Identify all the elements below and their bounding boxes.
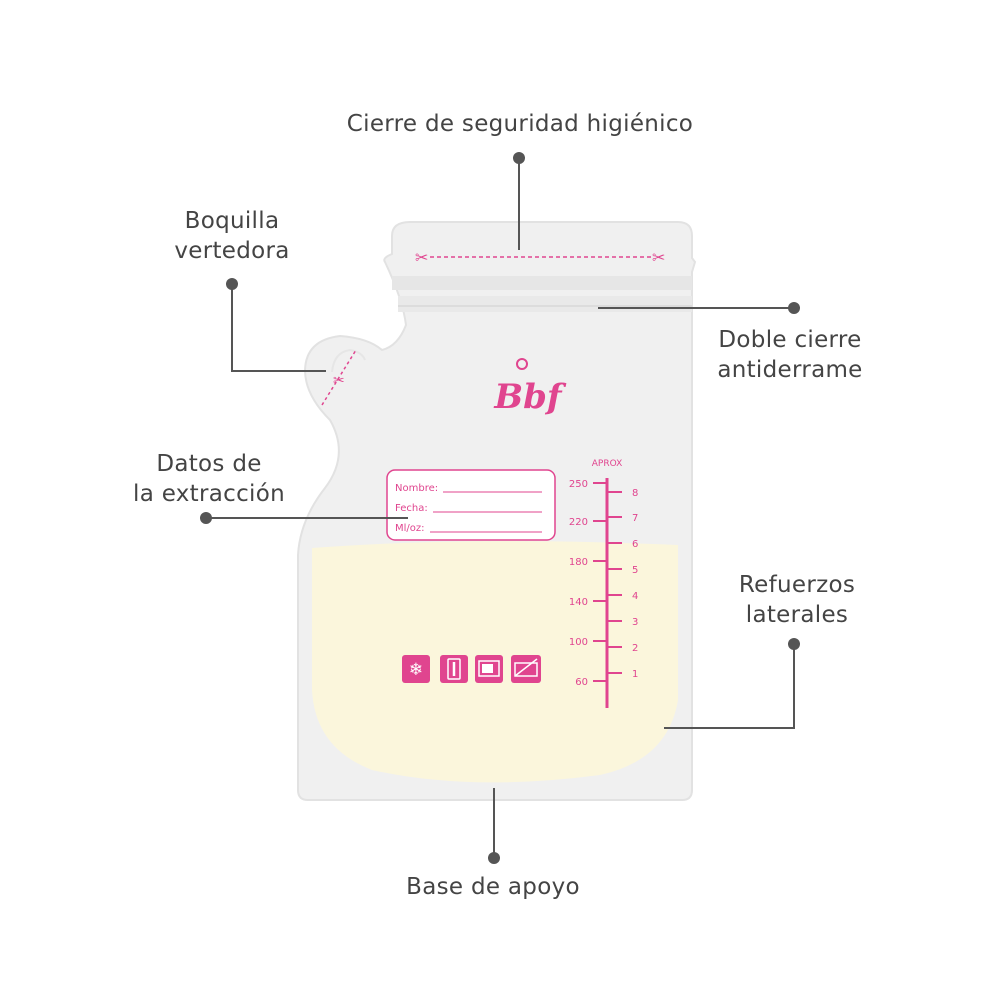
callout-spout: Boquilla vertedora bbox=[132, 206, 332, 266]
spout-inner bbox=[331, 348, 366, 373]
callout-extraction-data: Datos de la extracción bbox=[104, 449, 314, 509]
single-use-icon bbox=[440, 655, 468, 683]
ml-tick-label: 250 bbox=[569, 479, 588, 490]
callout-double-zip: Doble cierre antiderrame bbox=[690, 325, 890, 385]
oz-tick-label: 2 bbox=[632, 643, 638, 654]
microwave-icon bbox=[475, 655, 503, 683]
leader-dots bbox=[200, 152, 800, 864]
ml-tick-label: 60 bbox=[575, 677, 588, 688]
snowflake-icon: ❄ bbox=[402, 655, 430, 683]
oz-scale: 8 7 6 5 4 3 2 1 bbox=[607, 488, 638, 680]
scissors-icon-spout: ✂ bbox=[333, 373, 345, 389]
callout-base: Base de apoyo bbox=[406, 874, 580, 900]
spout-tear-line bbox=[321, 349, 357, 406]
scissors-icon-right: ✂ bbox=[652, 248, 665, 267]
callout-side-line1: Refuerzos bbox=[738, 572, 856, 598]
leader-lines bbox=[206, 158, 795, 858]
ml-scale: 250 220 180 140 100 60 bbox=[569, 479, 607, 688]
oz-tick-label: 5 bbox=[632, 565, 638, 576]
oz-tick-label: 6 bbox=[632, 539, 638, 550]
extraction-label-box bbox=[386, 469, 556, 541]
callout-spout-line1: Boquilla bbox=[184, 208, 280, 234]
ml-tick-label: 140 bbox=[569, 597, 588, 608]
ml-tick-label: 220 bbox=[569, 517, 588, 528]
oz-tick-label: 8 bbox=[632, 488, 638, 499]
scale-title: APROX bbox=[592, 459, 623, 469]
scissors-icon-left: ✂ bbox=[415, 248, 428, 267]
callout-side-reinforcements: Refuerzos laterales bbox=[697, 570, 897, 630]
flower-icon bbox=[516, 358, 528, 370]
svg-text:❄: ❄ bbox=[409, 660, 423, 680]
callout-data-line1: Datos de bbox=[156, 451, 262, 477]
ml-tick-label: 180 bbox=[569, 557, 588, 568]
zipper-band-top bbox=[392, 276, 692, 290]
leader-side bbox=[664, 644, 795, 729]
brand-logo: Bbf bbox=[493, 377, 567, 417]
callout-data-line2: la extracción bbox=[133, 481, 285, 507]
callout-double-zip-line1: Doble cierre bbox=[718, 327, 862, 353]
oz-tick-label: 4 bbox=[632, 591, 638, 602]
label-field-date: Fecha: bbox=[395, 503, 428, 514]
no-boil-icon bbox=[511, 655, 541, 683]
oz-tick-label: 7 bbox=[632, 513, 638, 524]
zipper-band-bottom bbox=[398, 296, 692, 312]
callout-double-zip-line2: antiderrame bbox=[717, 357, 863, 383]
callout-top-seal: Cierre de seguridad higiénico bbox=[346, 111, 694, 137]
oz-tick-label: 1 bbox=[632, 669, 638, 680]
callout-spout-line2: vertedora bbox=[174, 238, 290, 264]
callout-side-line2: laterales bbox=[745, 602, 849, 628]
label-field-name: Nombre: bbox=[395, 483, 438, 494]
label-field-volume: Ml/oz: bbox=[395, 523, 425, 534]
ml-tick-label: 100 bbox=[569, 637, 588, 648]
oz-tick-label: 3 bbox=[632, 617, 638, 628]
leader-spout bbox=[231, 284, 326, 372]
